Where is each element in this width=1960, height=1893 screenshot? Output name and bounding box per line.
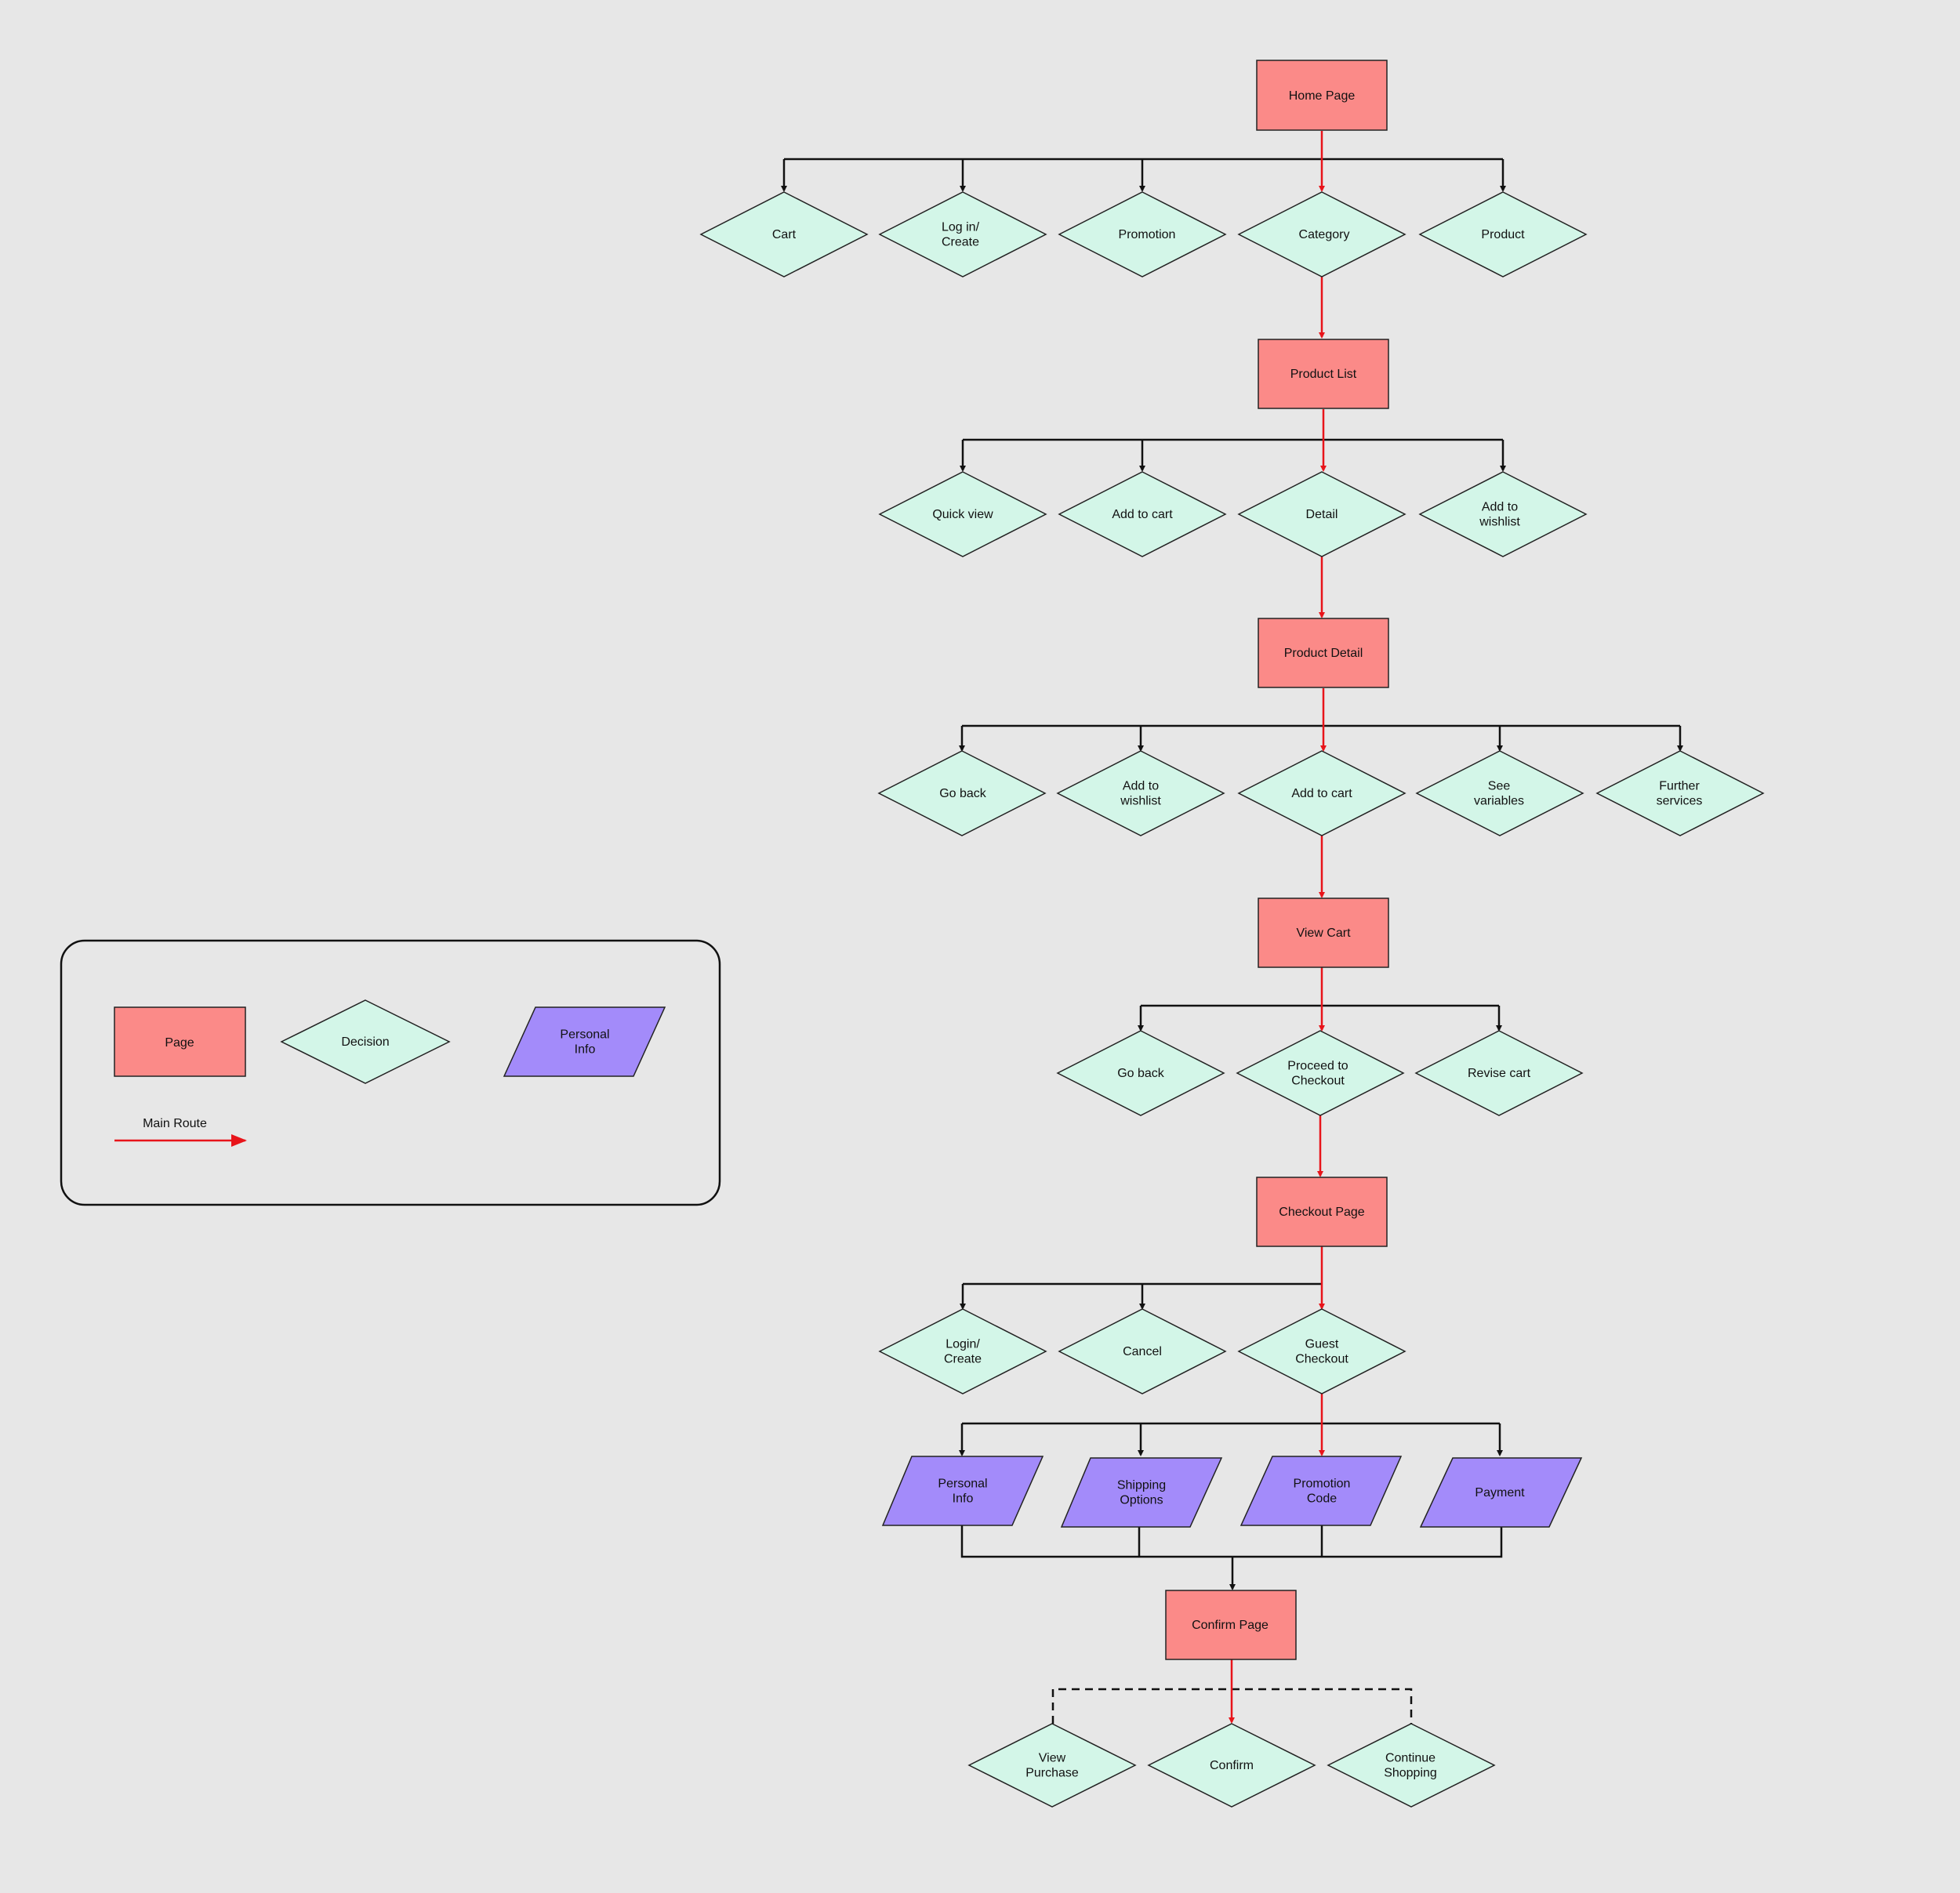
label-revise-cart: Revise cart (1468, 1067, 1531, 1080)
node-home-page (1256, 60, 1388, 131)
node-login-create (878, 191, 1047, 277)
label-view-cart: View Cart (1296, 927, 1351, 940)
node-continue-shopping (1327, 1723, 1496, 1808)
label-login-create: Log in/Create (942, 221, 980, 249)
node-add-to-cart-1 (1058, 471, 1227, 557)
label-product-detail: Product Detail (1284, 647, 1363, 660)
label-category: Category (1299, 228, 1350, 241)
node-add-to-cart-2 (1237, 750, 1406, 836)
legend-frame (60, 939, 721, 1206)
label-promotion: Promotion (1119, 228, 1176, 241)
node-guest-checkout (1237, 1308, 1406, 1394)
label-go-back-1: Go back (939, 787, 987, 800)
label-go-back-2: Go back (1117, 1067, 1165, 1080)
label-cart: Cart (772, 228, 797, 241)
label-home-page: Home Page (1289, 89, 1356, 103)
node-login-create-2 (878, 1308, 1047, 1394)
label-quick-view: Quick view (932, 508, 993, 521)
node-further-services (1595, 750, 1765, 836)
node-labels: Home Page Cart Log in/Create Promotion C… (772, 89, 1702, 1780)
label-product: Product (1481, 228, 1525, 241)
node-see-variables (1415, 750, 1584, 836)
node-confirm (1147, 1723, 1316, 1808)
node-view-purchase (967, 1723, 1137, 1808)
node-add-to-wishlist-1 (1418, 471, 1588, 557)
label-cancel: Cancel (1123, 1345, 1162, 1358)
node-checkout-page (1256, 1177, 1388, 1247)
label-confirm-page: Confirm Page (1192, 1619, 1269, 1632)
legend-page-label: Page (165, 1036, 194, 1050)
label-product-list: Product List (1290, 368, 1357, 381)
label-detail: Detail (1306, 508, 1338, 521)
node-revise-cart (1414, 1030, 1584, 1116)
node-confirm-page (1165, 1590, 1297, 1660)
node-product-detail (1258, 618, 1389, 688)
node-product (1418, 191, 1588, 277)
node-product-list (1258, 339, 1389, 409)
node-proceed-to-checkout (1236, 1030, 1405, 1116)
node-category (1237, 191, 1406, 277)
node-promotion (1058, 191, 1227, 277)
connector-merge-bus (960, 1525, 1503, 1558)
connectors (781, 131, 1683, 1724)
node-go-back-1 (877, 750, 1047, 836)
node-add-to-wishlist-2 (1056, 750, 1225, 836)
legend-personal-info-swatch (503, 1006, 666, 1077)
node-view-cart (1258, 898, 1389, 968)
node-shipping-options (1060, 1457, 1223, 1528)
legend-decision-swatch (280, 999, 451, 1084)
legend-decision-label: Decision (341, 1035, 389, 1049)
node-quick-view (878, 471, 1047, 557)
node-cancel (1058, 1308, 1227, 1394)
label-confirm: Confirm (1210, 1759, 1254, 1772)
node-payment (1419, 1457, 1583, 1528)
node-personal-info (881, 1456, 1044, 1526)
label-login-create-2: Login/Create (944, 1338, 982, 1366)
label-add-to-cart-2: Add to cart (1291, 787, 1352, 800)
nodes (699, 60, 1765, 1808)
node-cart (699, 191, 869, 277)
node-promotion-code (1240, 1456, 1403, 1526)
label-add-to-cart-1: Add to cart (1112, 508, 1173, 521)
label-checkout-page: Checkout Page (1279, 1206, 1365, 1219)
node-go-back-2 (1056, 1030, 1225, 1116)
label-payment: Payment (1475, 1486, 1525, 1500)
legend-main-route-label: Main Route (143, 1117, 207, 1130)
node-detail (1237, 471, 1406, 557)
legend-page-swatch (114, 1006, 246, 1077)
